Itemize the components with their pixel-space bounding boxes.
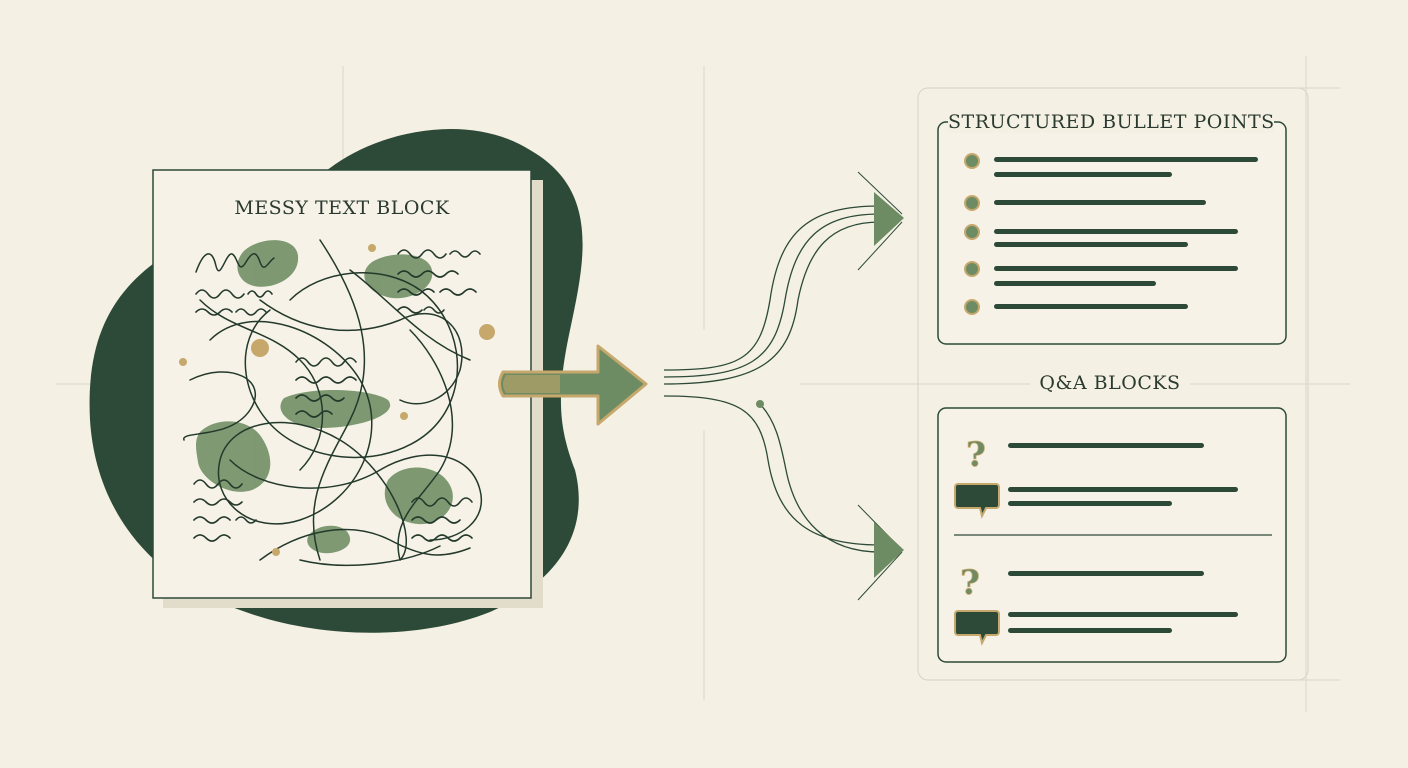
- arrowhead-bottom: [874, 522, 904, 578]
- bullet-item: [964, 299, 1188, 315]
- question-mark-icon: ?: [960, 563, 980, 603]
- arrowhead-top: [874, 192, 904, 246]
- question-mark-icon: ?: [966, 435, 986, 475]
- qa-block: ?: [954, 435, 1238, 519]
- flow-node: [756, 400, 764, 408]
- speech-bubble-icon: [954, 610, 1000, 646]
- guide-lines: [56, 56, 1350, 712]
- gold-dots: [179, 244, 495, 556]
- bullet-list: [964, 153, 1258, 315]
- bullet-item: [964, 261, 1238, 286]
- bullet-panel-title: STRUCTURED BULLET POINTS: [948, 111, 1275, 133]
- bullet-item: [964, 224, 1238, 247]
- splotch: [384, 467, 453, 525]
- qa-panel-title: Q&A BLOCKS: [1030, 372, 1190, 394]
- splotch: [280, 389, 391, 428]
- bullet-item: [964, 195, 1206, 211]
- scribble-lines: [183, 239, 483, 566]
- qa-block: ?: [954, 563, 1238, 646]
- transform-arrow: [498, 344, 648, 426]
- bullet-item: [964, 153, 1258, 177]
- flow-lines: [663, 205, 881, 553]
- handwriting-marks: [193, 249, 481, 542]
- messy-block-title: MESSY TEXT BLOCK: [234, 197, 450, 219]
- output-container: [917, 87, 1309, 681]
- splotch: [196, 421, 271, 492]
- speech-bubble-icon: [954, 483, 1000, 519]
